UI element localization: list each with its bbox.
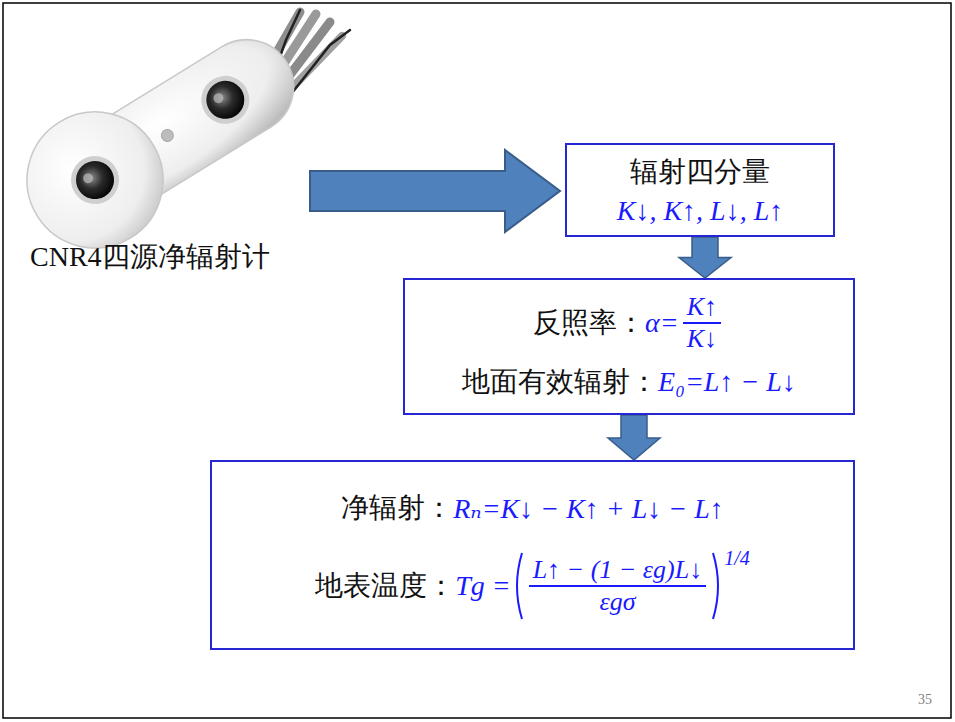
cnr4-radiometer <box>1 4 322 273</box>
fraction: L↑ − (1 − εg)L↓εgσ <box>529 555 707 617</box>
term-label: 反照率： <box>533 304 645 342</box>
term-label: 辐射四分量 <box>630 153 770 191</box>
formula-box: 反照率：α=K↑K↓ 地面有效辐射：E₀=L↑ − L↓ <box>403 278 855 415</box>
formula-line: K↓, K↑, L↓, L↑ <box>617 195 784 227</box>
term-label: 地表温度： <box>315 567 455 605</box>
formula-box: 辐射四分量 K↓, K↑, L↓, L↑ <box>565 143 835 237</box>
block-arrow <box>310 150 560 232</box>
denominator: εgσ <box>595 587 639 617</box>
right-parenthesis <box>710 551 724 621</box>
numerator: L↑ − (1 − εg)L↓ <box>529 555 707 585</box>
fraction-bar <box>529 585 707 587</box>
slide-frame <box>3 3 951 718</box>
formula-box: 净辐射：Rₙ=K↓ − K↑ + L↓ − L↑ 地表温度：Tg = L↑ − (… <box>210 460 855 650</box>
exponent: 1/4 <box>724 547 750 570</box>
formula-line: 反照率：α=K↑K↓ <box>533 292 725 354</box>
left-parenthesis <box>511 551 525 621</box>
fraction: K↑K↓ <box>683 292 721 354</box>
formula-line: 辐射四分量 <box>630 153 770 191</box>
formula-line: 地面有效辐射：E₀=L↑ − L↓ <box>462 363 796 401</box>
page-number: 35 <box>918 692 932 708</box>
formula-line: 净辐射：Rₙ=K↓ − K↑ + L↓ − L↑ <box>341 489 724 527</box>
formula-line: 地表温度：Tg = L↑ − (1 − εg)L↓εgσ1/4 <box>315 551 750 621</box>
formula-text: K↓, K↑, L↓, L↑ <box>617 195 784 227</box>
formula-text: E₀=L↑ − L↓ <box>658 366 796 398</box>
denominator: K↓ <box>683 324 721 354</box>
fraction-bar <box>683 322 721 324</box>
flow-arrow <box>679 237 731 278</box>
root-expression: L↑ − (1 − εg)L↓εgσ1/4 <box>511 551 750 621</box>
formula-text: Rₙ=K↓ − K↑ + L↓ − L↑ <box>453 492 724 525</box>
term-label: 地面有效辐射： <box>462 363 658 401</box>
numerator: K↑ <box>683 292 721 322</box>
device-caption: CNR4四源净辐射计 <box>30 238 270 276</box>
flow-arrow <box>608 415 660 460</box>
formula-text: Tg = <box>455 570 510 602</box>
formula-text: α= <box>645 307 679 339</box>
term-label: 净辐射： <box>341 489 453 527</box>
